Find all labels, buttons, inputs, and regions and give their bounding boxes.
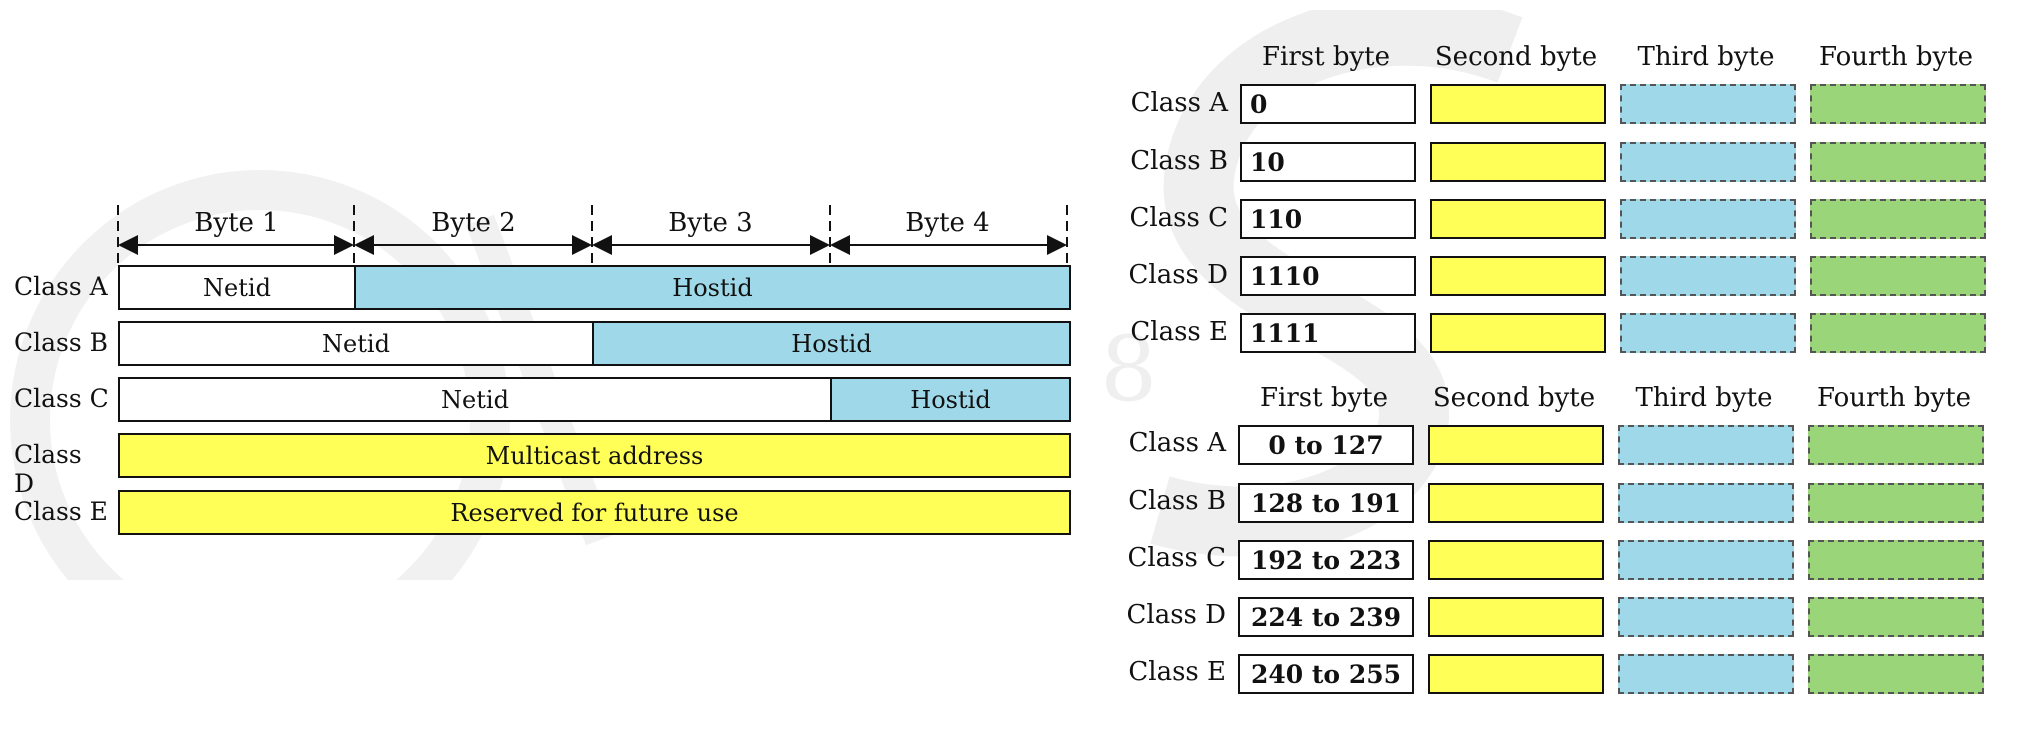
address-class-layout: Byte 1 Byte 2 Byte 3 Byte 4 Class A Clas… (14, 205, 1071, 535)
grid2-label-class-a: Class A (1128, 428, 1226, 458)
row-label-class-e: Class E (14, 497, 108, 526)
grid2-fourth-byte-cell (1808, 597, 1984, 637)
class-d-multicast: Multicast address (118, 433, 1071, 478)
row-label-class-c: Class C (14, 384, 109, 413)
grid2-second-byte-cell (1428, 540, 1604, 580)
grid2-third-byte-cell (1618, 540, 1794, 580)
grid2-label-class-c: Class C (1127, 543, 1226, 573)
class-b-hostid: Hostid (592, 321, 1071, 366)
grid1-first-byte-class-b: 10 (1240, 142, 1416, 182)
grid1-fourth-byte-cell (1810, 84, 1986, 124)
grid1-second-byte-cell (1430, 84, 1606, 124)
col-header-fourth-byte-2: Fourth byte (1816, 383, 1972, 413)
grid2-third-byte-cell (1618, 654, 1794, 694)
grid2-second-byte-cell (1428, 654, 1604, 694)
grid2-fourth-byte-cell (1808, 540, 1984, 580)
grid1-second-byte-cell (1430, 256, 1606, 296)
grid2-second-byte-cell (1428, 483, 1604, 523)
col-header-second-byte: Second byte (1434, 42, 1598, 72)
class-c-netid: Netid (118, 377, 832, 422)
row-label-class-a: Class A (14, 272, 108, 301)
byte-header-1: Byte 1 (194, 208, 279, 238)
grid2-first-byte-class-b: 128 to 191 (1238, 483, 1414, 523)
grid1-label-class-a: Class A (1130, 88, 1228, 118)
grid2-label-class-e: Class E (1128, 657, 1226, 687)
grid2-fourth-byte-cell (1808, 425, 1984, 465)
grid1-first-byte-class-a: 0 (1240, 84, 1416, 124)
grid1-first-byte-class-c: 110 (1240, 199, 1416, 239)
grid1-fourth-byte-cell (1810, 199, 1986, 239)
class-b-netid: Netid (118, 321, 594, 366)
col-header-second-byte-2: Second byte (1432, 383, 1596, 413)
byte-header-3: Byte 3 (668, 208, 753, 238)
grid2-label-class-d: Class D (1126, 600, 1226, 630)
grid1-second-byte-cell (1430, 199, 1606, 239)
grid1-third-byte-cell (1620, 256, 1796, 296)
byte-header-2: Byte 2 (431, 208, 516, 238)
col-header-third-byte-2: Third byte (1635, 383, 1773, 413)
grid2-first-byte-class-e: 240 to 255 (1238, 654, 1414, 694)
col-header-fourth-byte: Fourth byte (1818, 42, 1974, 72)
grid2-first-byte-class-d: 224 to 239 (1238, 597, 1414, 637)
col-header-first-byte-2: First byte (1259, 383, 1388, 413)
grid1-second-byte-cell (1430, 313, 1606, 353)
grid1-second-byte-cell (1430, 142, 1606, 182)
class-a-hostid: Hostid (354, 265, 1071, 310)
grid2-label-class-b: Class B (1128, 486, 1226, 516)
grid1-label-class-d: Class D (1128, 260, 1228, 290)
class-a-netid: Netid (118, 265, 356, 310)
byte-boundary-arrows (117, 205, 1068, 265)
grid1-first-byte-class-d: 1110 (1240, 256, 1416, 296)
grid1-first-byte-class-e: 1111 (1240, 313, 1416, 353)
grid1-label-class-b: Class B (1130, 146, 1228, 176)
grid1-label-class-c: Class C (1129, 203, 1228, 233)
byte-header-4: Byte 4 (905, 208, 990, 238)
grid1-third-byte-cell (1620, 84, 1796, 124)
grid2-third-byte-cell (1618, 597, 1794, 637)
col-header-first-byte: First byte (1261, 42, 1390, 72)
grid2-second-byte-cell (1428, 597, 1604, 637)
grid1-label-class-e: Class E (1130, 317, 1228, 347)
grid1-third-byte-cell (1620, 142, 1796, 182)
class-e-reserved: Reserved for future use (118, 490, 1071, 535)
grid2-first-byte-class-a: 0 to 127 (1238, 425, 1414, 465)
row-label-class-b: Class B (14, 328, 109, 357)
row-label-class-d: Class D (14, 440, 82, 498)
grid1-third-byte-cell (1620, 313, 1796, 353)
grid2-fourth-byte-cell (1808, 654, 1984, 694)
grid2-fourth-byte-cell (1808, 483, 1984, 523)
grid2-first-byte-class-c: 192 to 223 (1238, 540, 1414, 580)
grid2-third-byte-cell (1618, 425, 1794, 465)
col-header-third-byte: Third byte (1637, 42, 1775, 72)
class-c-hostid: Hostid (830, 377, 1071, 422)
grid1-third-byte-cell (1620, 199, 1796, 239)
grid1-fourth-byte-cell (1810, 142, 1986, 182)
grid2-second-byte-cell (1428, 425, 1604, 465)
grid1-fourth-byte-cell (1810, 313, 1986, 353)
grid2-third-byte-cell (1618, 483, 1794, 523)
grid1-fourth-byte-cell (1810, 256, 1986, 296)
